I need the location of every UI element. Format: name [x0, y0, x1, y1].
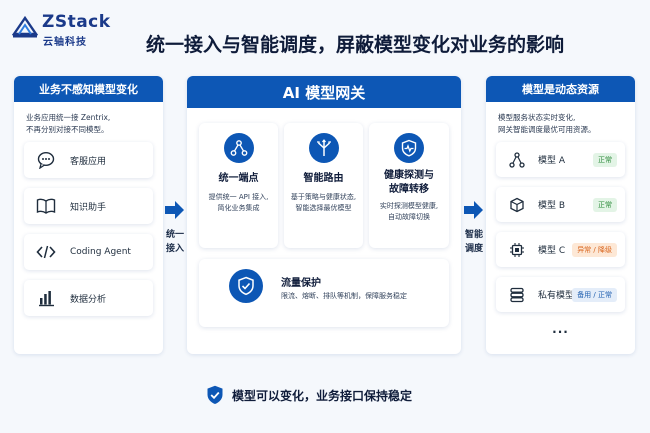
right-desc-line2: 网关智能调度最优可用资源。	[498, 125, 596, 134]
gateway-panel: AI 模型网关 统一端点 提供统一 API 接入, 简化业务集成 智能路由 基于…	[187, 76, 461, 354]
app-item-label: 数据分析	[70, 294, 107, 305]
card-desc-line1: 基于策略与健康状态,	[290, 193, 357, 201]
model-item-a: 模型 A 正常	[496, 142, 625, 177]
traffic-desc: 限流、熔断、排队等机制，保障服务稳定	[281, 292, 407, 300]
app-item-knowledge: 知识助手	[24, 188, 153, 224]
logo-mark-icon	[12, 15, 38, 38]
arrow-label-left: 统一 接入	[163, 228, 187, 256]
arrow-right-line1: 智能	[464, 230, 483, 240]
arrow-left-line1: 统一	[165, 230, 184, 240]
card-title: 统一端点	[218, 173, 259, 184]
brand-subtitle: 云轴科技	[43, 37, 87, 48]
app-list: 客服应用 知识助手 Coding Agent 数据分析	[14, 136, 163, 316]
arrow-right-icon	[165, 201, 184, 219]
model-item-private: 私有模型 备用 / 正常	[496, 277, 625, 312]
server-stack-icon	[508, 286, 526, 304]
route-split-icon	[308, 133, 339, 163]
left-panel: 业务不感知模型变化 业务应用统一接 Zentrix, 不再分别对接不同模型。 客…	[14, 76, 163, 354]
arrow-label-right: 智能 调度	[462, 228, 486, 256]
shield-check-icon	[229, 269, 263, 303]
card-desc: 实时探测模型健康, 自动故障切换	[369, 201, 449, 223]
app-item-coding-agent: Coding Agent	[24, 234, 153, 270]
card-desc-line2: 自动故障切换	[388, 213, 430, 221]
card-title: 智能路由	[303, 173, 344, 184]
model-item-b: 模型 B 正常	[496, 187, 625, 222]
left-panel-title: 业务不感知模型变化	[14, 76, 163, 102]
code-icon	[36, 242, 56, 262]
status-badge: 异常 / 降级	[572, 242, 617, 257]
app-item-label: 知识助手	[70, 202, 107, 213]
cube-icon	[508, 196, 526, 214]
footer-note: 模型可以变化，业务接口保持稳定	[206, 384, 412, 406]
card-desc-line1: 实时探测模型健康,	[379, 202, 439, 210]
shield-check-icon	[207, 385, 223, 404]
molecule-icon	[508, 151, 526, 169]
right-panel-title: 模型是动态资源	[486, 76, 635, 102]
arrow-right-line2: 调度	[464, 244, 483, 254]
app-item-customer-service: 客服应用	[24, 142, 153, 178]
chat-bubble-icon	[36, 150, 56, 170]
card-title-line1: 健康探测与	[384, 170, 434, 181]
model-item-c: 模型 C 异常 / 降级	[496, 232, 625, 267]
arrow-left-line2: 接入	[165, 244, 184, 254]
card-desc: 提供统一 API 接入, 简化业务集成	[199, 192, 278, 214]
brand-logo: ZStack 云轴科技	[12, 10, 132, 50]
card-title-line2: 故障转移	[389, 184, 429, 195]
right-panel: 模型是动态资源 模型服务状态实时变化, 网关智能调度最优可用资源。 模型 A 正…	[486, 76, 635, 354]
model-label: 模型 C	[538, 246, 566, 256]
card-desc-line2: 智能选择最优模型	[295, 204, 352, 212]
card-desc: 基于策略与健康状态, 智能选择最优模型	[284, 192, 363, 214]
model-label: 模型 A	[538, 156, 566, 166]
arrow-right-icon	[464, 201, 483, 219]
status-badge: 正常	[593, 197, 617, 212]
gateway-title: AI 模型网关	[187, 76, 461, 108]
left-panel-description: 业务应用统一接 Zentrix, 不再分别对接不同模型。	[14, 102, 163, 136]
right-desc-line1: 模型服务状态实时变化,	[498, 113, 576, 122]
chip-icon	[508, 241, 526, 259]
app-item-label: 客服应用	[70, 156, 107, 167]
card-title: 健康探测与 故障转移	[369, 169, 449, 197]
bar-chart-icon	[36, 288, 56, 308]
card-unified-endpoint: 统一端点 提供统一 API 接入, 简化业务集成	[199, 123, 278, 248]
page-title: 统一接入与智能调度，屏蔽模型变化对业务的影响	[145, 34, 564, 56]
card-smart-routing: 智能路由 基于策略与健康状态, 智能选择最优模型	[284, 123, 363, 248]
card-traffic-protection: 流量保护 限流、熔断、排队等机制，保障服务稳定	[199, 259, 449, 327]
open-book-icon	[36, 196, 56, 216]
network-node-icon	[223, 133, 254, 163]
card-desc-line1: 提供统一 API 接入,	[208, 193, 269, 201]
more-models-ellipsis: ...	[552, 322, 569, 336]
card-health-failover: 健康探测与 故障转移 实时探测模型健康, 自动故障切换	[369, 123, 449, 248]
traffic-title: 流量保护	[281, 278, 321, 289]
shield-pulse-icon	[394, 133, 424, 163]
app-item-data-analysis: 数据分析	[24, 280, 153, 316]
status-badge: 备用 / 正常	[572, 287, 617, 302]
status-badge: 正常	[593, 152, 617, 167]
model-list: 模型 A 正常 模型 B 正常 模型 C 异常 / 降级 私有模型 备用 / 正…	[486, 136, 635, 336]
model-label: 私有模型	[538, 291, 575, 301]
model-label: 模型 B	[538, 201, 566, 211]
brand-name: ZStack	[42, 12, 111, 32]
footer-text: 模型可以变化，业务接口保持稳定	[232, 388, 413, 403]
card-desc-line2: 简化业务集成	[217, 204, 260, 212]
left-desc-line2: 不再分别对接不同模型。	[26, 125, 109, 134]
right-panel-description: 模型服务状态实时变化, 网关智能调度最优可用资源。	[486, 102, 635, 136]
left-desc-line1: 业务应用统一接 Zentrix,	[26, 113, 111, 122]
app-item-label: Coding Agent	[70, 247, 131, 257]
